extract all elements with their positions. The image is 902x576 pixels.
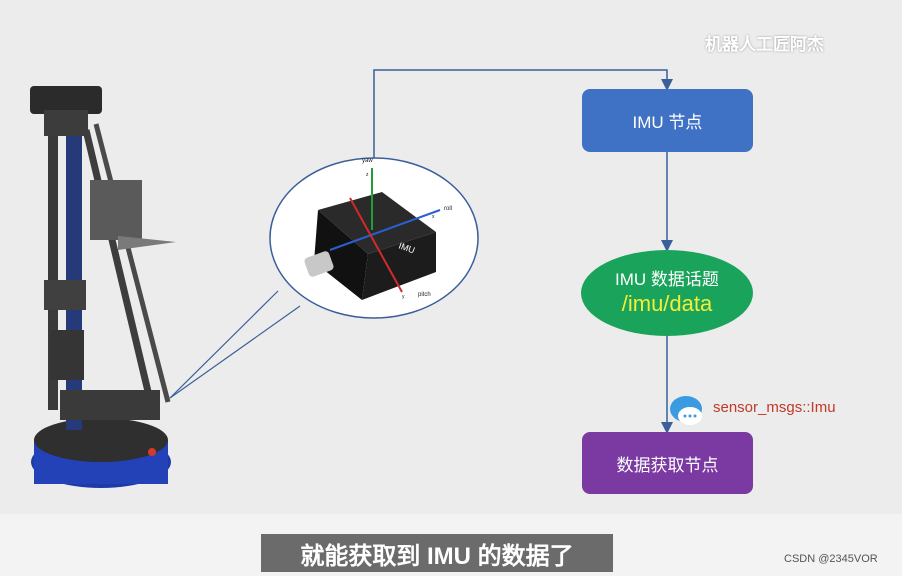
yaw-axis-label: yaw [362, 158, 373, 164]
y-axis-label: y [402, 294, 405, 300]
data-acquisition-node-box: 数据获取节点 [582, 432, 753, 494]
imu-chip: IMU yaw roll pitch z x y [304, 158, 452, 300]
topic-path: /imu/data [621, 291, 713, 316]
robot-illustration [30, 86, 176, 488]
channel-watermark: 机器人工匠阿杰 [705, 35, 824, 54]
arrow-imu-to-node [373, 69, 673, 158]
pitch-axis-label: pitch [418, 292, 431, 298]
x-axis-label: x [432, 214, 435, 220]
video-subtitle: 就能获取到 IMU 的数据了 [261, 534, 613, 572]
z-axis-label: z [366, 172, 369, 178]
imu-node-box: IMU 节点 [582, 89, 753, 152]
message-type-label: sensor_msgs::Imu [713, 399, 836, 416]
chat-bubble-icon [670, 396, 702, 425]
imu-topic-ellipse: IMU 数据话题 /imu/data [581, 250, 753, 336]
roll-axis-label: roll [444, 206, 452, 212]
csdn-credit: CSDN @2345VOR [784, 553, 878, 565]
topic-title: IMU 数据话题 [615, 270, 719, 289]
